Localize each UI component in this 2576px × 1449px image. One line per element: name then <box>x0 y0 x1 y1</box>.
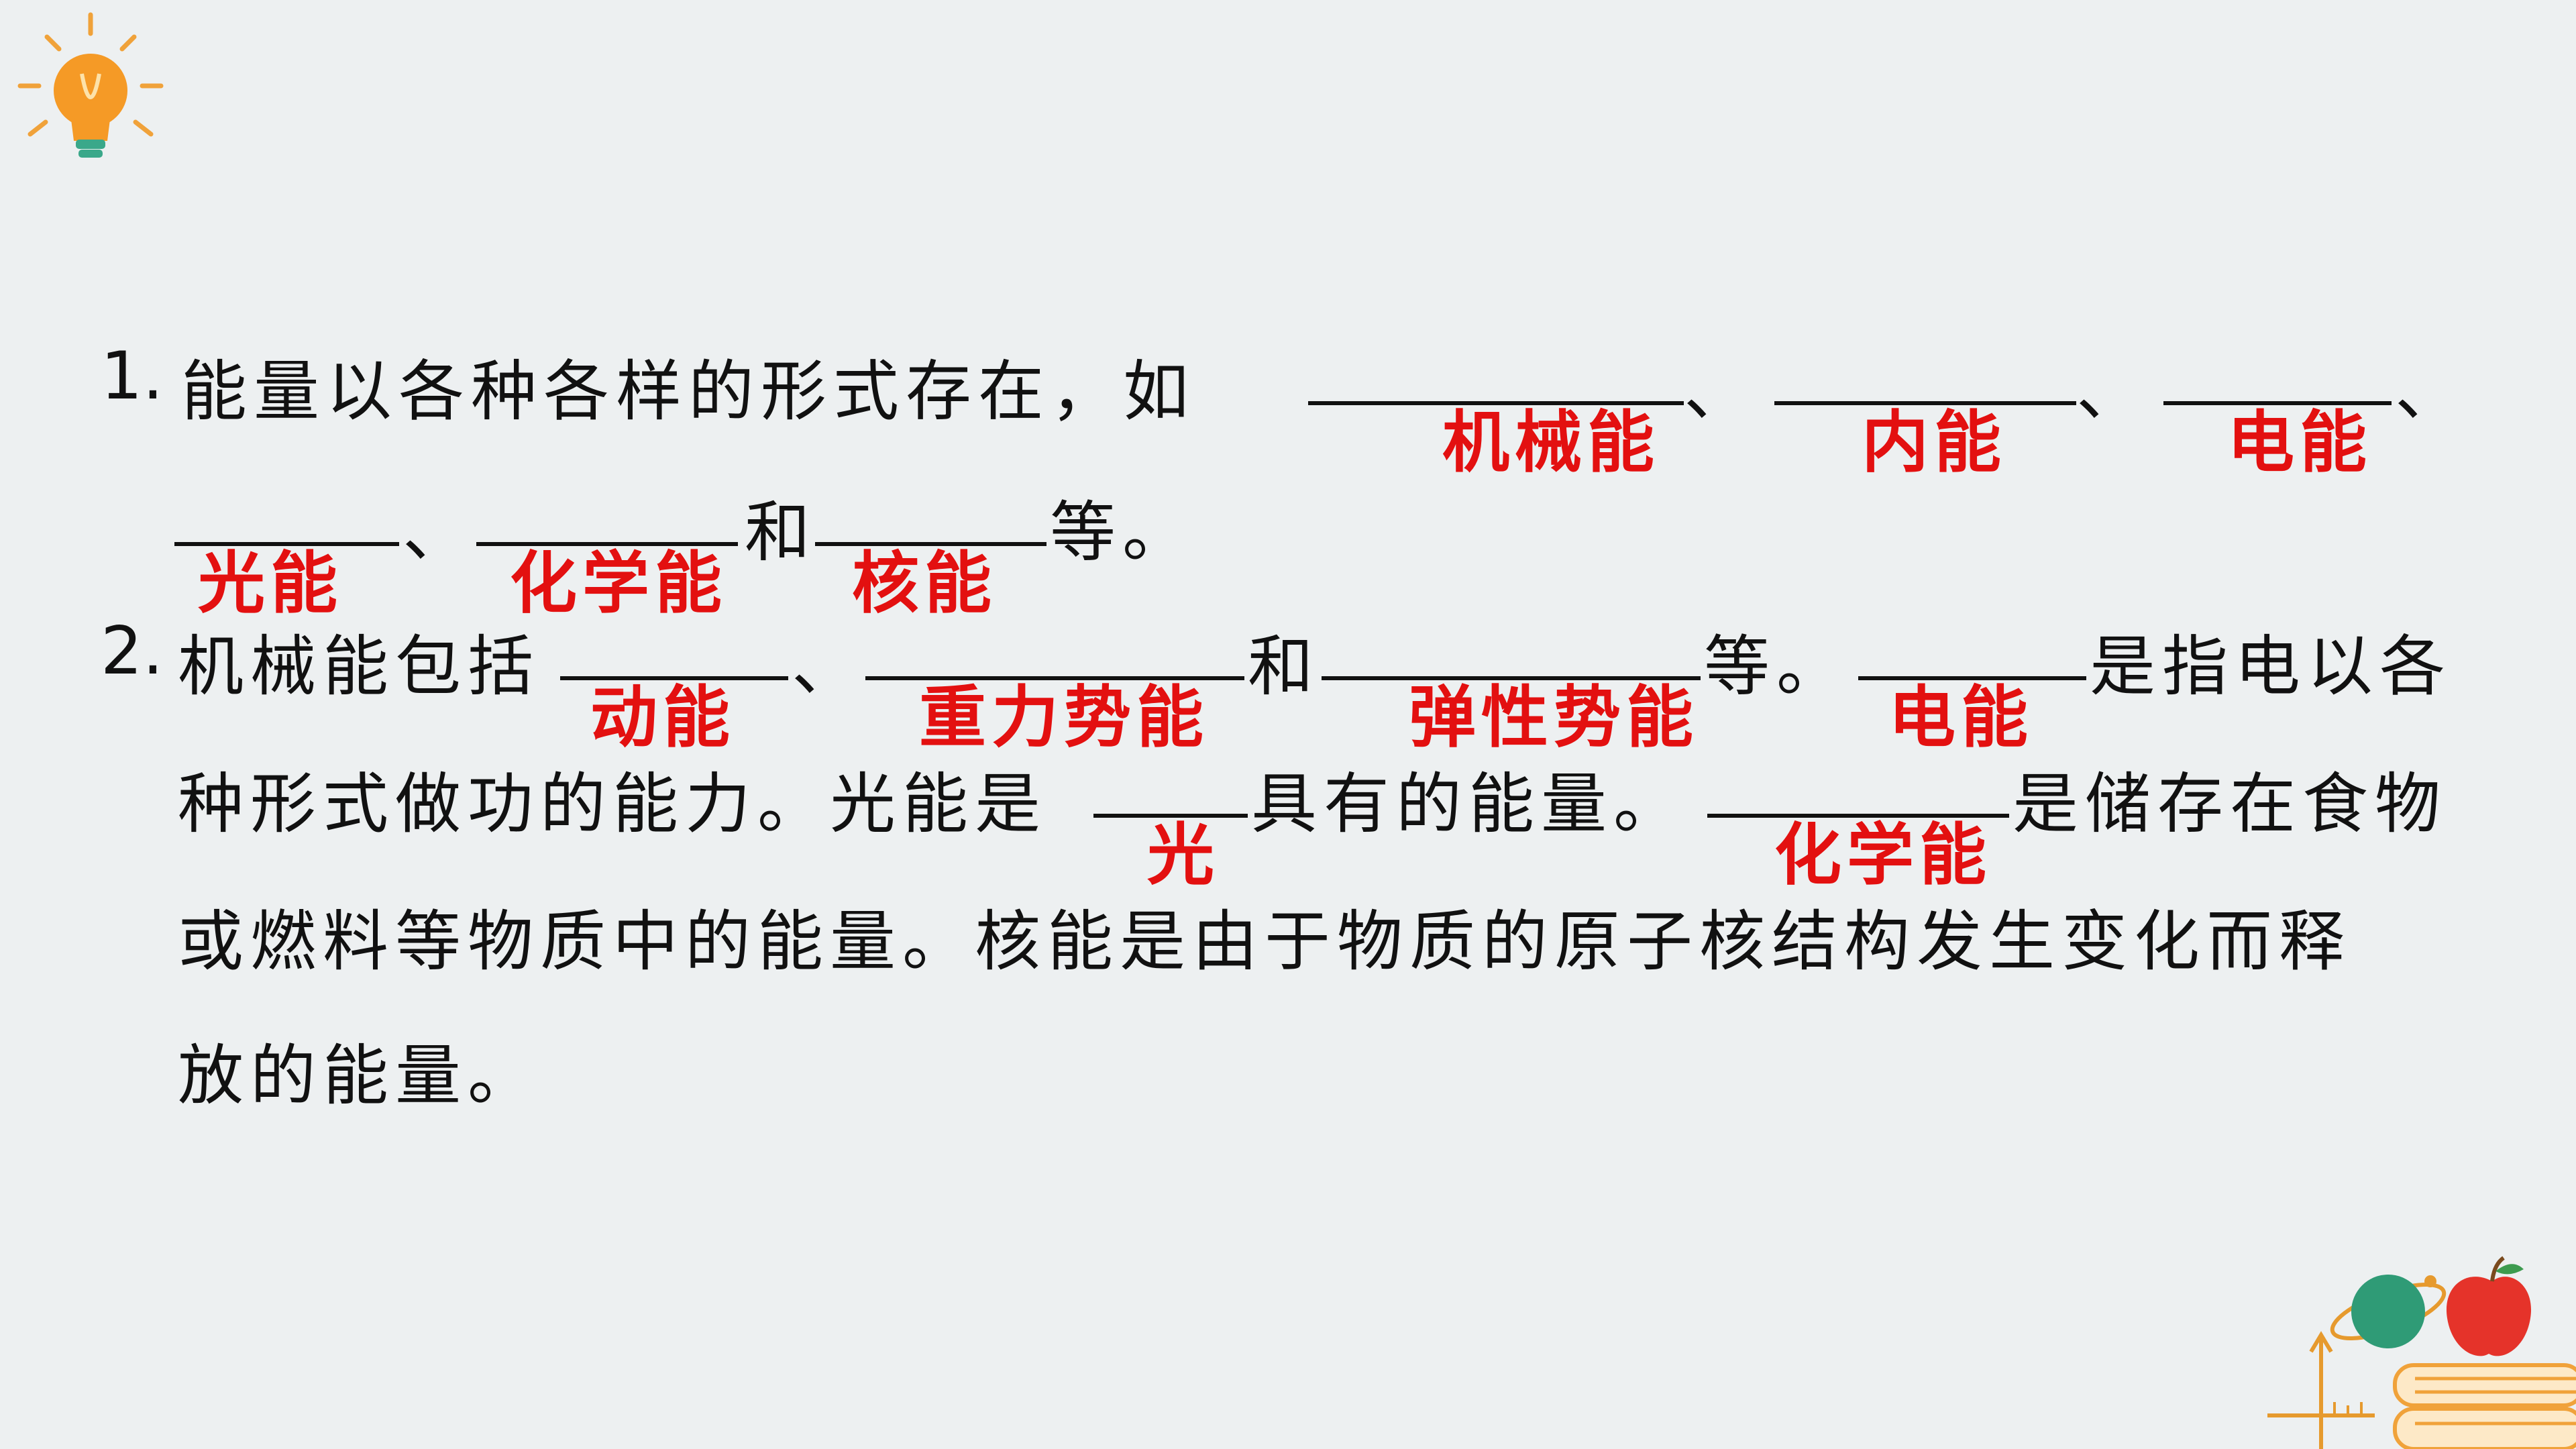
q2-blank-2: 重力势能 <box>865 676 1244 757</box>
q2-conj: 和 <box>1248 629 1321 705</box>
q2-sep-1: 、 <box>792 629 865 705</box>
q1-answer-4: 光能 <box>198 544 343 623</box>
globe-apple-books-icon <box>2267 1256 2576 1449</box>
q2-line2-end: 是储存在食物 <box>2012 766 2448 843</box>
q1-sep-2: 、 <box>2076 354 2149 430</box>
q2-answer-5: 光 <box>1147 816 1220 894</box>
q2-line4-text: 放的能量。 <box>178 1038 541 1114</box>
q2-blank-5: 光 <box>1093 814 1248 894</box>
q2-answer-4: 电能 <box>1888 678 2033 757</box>
q2-after-conj: 等。 <box>1704 629 1849 705</box>
q1-answer-6: 核能 <box>852 544 997 623</box>
q1-answer-5: 化学能 <box>510 544 727 623</box>
q2-answer-3: 弹性势能 <box>1409 678 1699 757</box>
q1-sep-1: 、 <box>1684 354 1757 430</box>
q2-blank-3: 弹性势能 <box>1322 676 1701 757</box>
q2-blank-1: 动能 <box>560 676 788 757</box>
q1-sep-3: 、 <box>2395 354 2468 430</box>
q2-answer-6: 化学能 <box>1774 816 1992 894</box>
q1-intro: 能量以各种各样的形式存在，如 <box>181 354 1196 430</box>
q1-blank-6: 核能 <box>815 542 1046 623</box>
q1-blank-1: 机械能 <box>1308 401 1684 482</box>
q2-line3-text: 或燃料等物质中的能量。核能是由于物质的原子核结构发生变化而释 <box>178 904 2352 980</box>
q1-answer-2: 内能 <box>1862 403 2006 482</box>
q2-line2-mid: 具有的能量。 <box>1251 766 1686 843</box>
q2-line1-end: 是指电以各 <box>2090 629 2453 705</box>
q1-number: 1. <box>101 338 164 415</box>
lightbulb-icon <box>17 12 164 158</box>
q1-blank-2: 内能 <box>1774 401 2076 482</box>
q1-blank-4: 光能 <box>174 542 399 623</box>
q1-answer-3: 电能 <box>2227 403 2372 482</box>
q1-end: 等。 <box>1050 494 1195 571</box>
q2-blank-6: 化学能 <box>1707 814 2009 894</box>
q2-line1-start: 机械能包括 <box>178 629 541 705</box>
q1-blank-3: 电能 <box>2163 401 2392 482</box>
q2-answer-2: 重力势能 <box>919 678 1209 757</box>
q2-answer-1: 动能 <box>590 678 735 757</box>
q2-line2-start: 种形式做功的能力。光能是 <box>178 766 1048 843</box>
q1-sep-4: 、 <box>402 494 476 571</box>
q1-answer-1: 机械能 <box>1442 403 1660 482</box>
q2-number: 2. <box>101 613 164 690</box>
q1-conj: 和 <box>745 494 818 571</box>
q2-blank-4: 电能 <box>1858 676 2086 757</box>
q1-blank-5: 化学能 <box>476 542 738 623</box>
